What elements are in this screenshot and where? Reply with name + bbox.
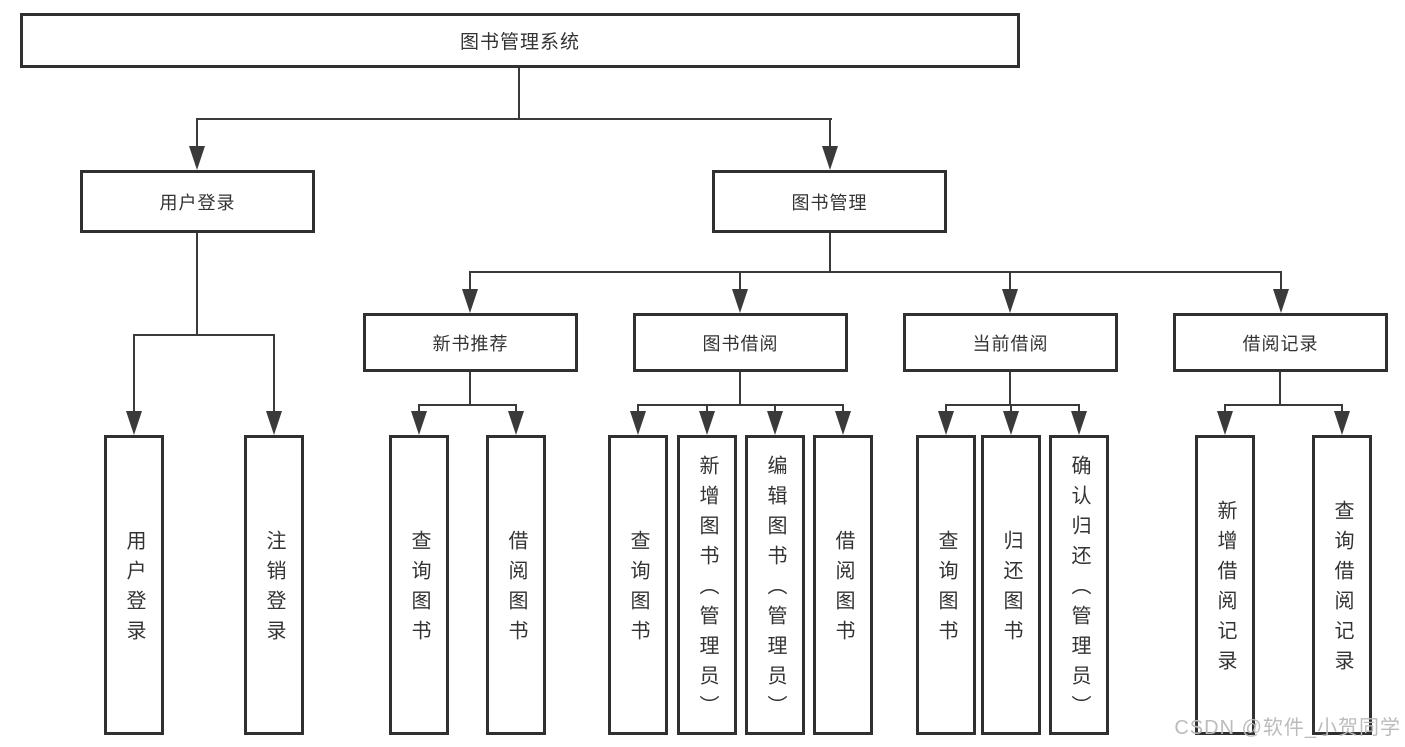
leaf-add-book-admin-label: 新增图书（管理员） <box>696 455 718 725</box>
connector-line <box>774 404 776 416</box>
connector-line <box>418 404 420 416</box>
connector-line <box>637 404 844 406</box>
connector-line <box>133 334 275 336</box>
connector-line <box>739 271 741 291</box>
arrow-down-icon <box>938 411 954 435</box>
arrow-down-icon <box>1003 411 1019 435</box>
leaf-return-book-label: 归还图书 <box>1000 530 1022 650</box>
leaf-query-borrow-record: 查询借阅记录 <box>1312 435 1372 735</box>
csdn-watermark: CSDN @软件_小贺同学 <box>1174 717 1401 739</box>
leaf-edit-book-admin-label: 编辑图书（管理员） <box>764 455 786 725</box>
node-new-book-recommend-label: 新书推荐 <box>432 333 509 354</box>
connector-line <box>1279 372 1281 404</box>
arrow-down-icon <box>462 289 478 313</box>
arrow-down-icon <box>1002 289 1018 313</box>
node-book-borrow-label: 图书借阅 <box>702 333 779 354</box>
connector-line <box>945 404 1080 406</box>
node-new-book-recommend: 新书推荐 <box>363 313 578 372</box>
arrow-down-icon <box>1273 289 1289 313</box>
arrow-down-icon <box>1217 411 1233 435</box>
leaf-confirm-return-admin: 确认归还（管理员） <box>1049 435 1109 735</box>
node-book-management-label: 图书管理 <box>791 192 868 213</box>
connector-line <box>518 68 520 118</box>
connector-line <box>1010 404 1012 416</box>
leaf-query-books-recommend-label: 查询图书 <box>408 530 430 650</box>
connector-line <box>829 233 831 271</box>
leaf-borrow-books: 借阅图书 <box>813 435 873 735</box>
leaf-borrow-books-recommend-label: 借阅图书 <box>505 530 527 650</box>
leaf-logout-label: 注销登录 <box>263 530 285 650</box>
connector-line <box>1224 404 1343 406</box>
connector-line <box>196 118 832 120</box>
leaf-edit-book-admin: 编辑图书（管理员） <box>745 435 805 735</box>
connector-line <box>469 372 471 404</box>
leaf-borrow-books-recommend: 借阅图书 <box>486 435 546 735</box>
connector-line <box>133 334 135 411</box>
connector-line <box>1009 372 1011 404</box>
connector-line <box>829 118 831 146</box>
arrow-down-icon <box>767 411 783 435</box>
node-borrow-records: 借阅记录 <box>1173 313 1388 372</box>
leaf-user-login: 用户登录 <box>104 435 164 735</box>
arrow-down-icon <box>835 411 851 435</box>
connector-line <box>469 271 471 291</box>
connector-line <box>196 118 198 146</box>
leaf-user-login-label: 用户登录 <box>123 530 145 650</box>
leaf-borrow-books-label: 借阅图书 <box>832 530 854 650</box>
connector-line <box>1280 271 1282 291</box>
connector-line <box>842 404 844 416</box>
leaf-query-borrow-record-label: 查询借阅记录 <box>1331 500 1353 680</box>
leaf-query-books-recommend: 查询图书 <box>389 435 449 735</box>
connector-line <box>273 334 275 411</box>
leaf-query-books-borrow: 查询图书 <box>608 435 668 735</box>
leaf-query-books-current: 查询图书 <box>916 435 976 735</box>
leaf-add-book-admin: 新增图书（管理员） <box>677 435 737 735</box>
arrow-down-icon <box>822 146 838 170</box>
node-user-login-label: 用户登录 <box>159 192 236 213</box>
arrow-down-icon <box>411 411 427 435</box>
node-root: 图书管理系统 <box>20 13 1020 68</box>
connector-line <box>515 404 517 416</box>
node-root-label: 图书管理系统 <box>459 32 580 53</box>
connector-line <box>1078 404 1080 416</box>
arrow-down-icon <box>508 411 524 435</box>
leaf-confirm-return-admin-label: 确认归还（管理员） <box>1068 455 1090 725</box>
arrow-down-icon <box>266 411 282 435</box>
connector-line <box>1224 404 1226 416</box>
connector-line <box>945 404 947 416</box>
leaf-add-borrow-record: 新增借阅记录 <box>1195 435 1255 735</box>
connector-line <box>1341 404 1343 416</box>
connector-line <box>637 404 639 416</box>
node-book-borrow: 图书借阅 <box>633 313 848 372</box>
connector-line <box>739 372 741 404</box>
connector-line <box>706 404 708 416</box>
arrow-down-icon <box>699 411 715 435</box>
leaf-logout: 注销登录 <box>244 435 304 735</box>
node-current-borrow-label: 当前借阅 <box>972 333 1049 354</box>
arrow-down-icon <box>1334 411 1350 435</box>
node-borrow-records-label: 借阅记录 <box>1242 333 1319 354</box>
arrow-down-icon <box>630 411 646 435</box>
arrow-down-icon <box>189 146 205 170</box>
arrow-down-icon <box>1071 411 1087 435</box>
leaf-query-books-current-label: 查询图书 <box>935 530 957 650</box>
arrow-down-icon <box>126 411 142 435</box>
leaf-add-borrow-record-label: 新增借阅记录 <box>1214 500 1236 680</box>
connector-line <box>196 233 198 336</box>
node-current-borrow: 当前借阅 <box>903 313 1118 372</box>
node-book-management: 图书管理 <box>712 170 947 233</box>
connector-line <box>418 404 517 406</box>
arrow-down-icon <box>732 289 748 313</box>
connector-line <box>469 271 1282 273</box>
leaf-return-book: 归还图书 <box>981 435 1041 735</box>
leaf-query-books-borrow-label: 查询图书 <box>627 530 649 650</box>
connector-line <box>1009 271 1011 291</box>
node-user-login: 用户登录 <box>80 170 315 233</box>
